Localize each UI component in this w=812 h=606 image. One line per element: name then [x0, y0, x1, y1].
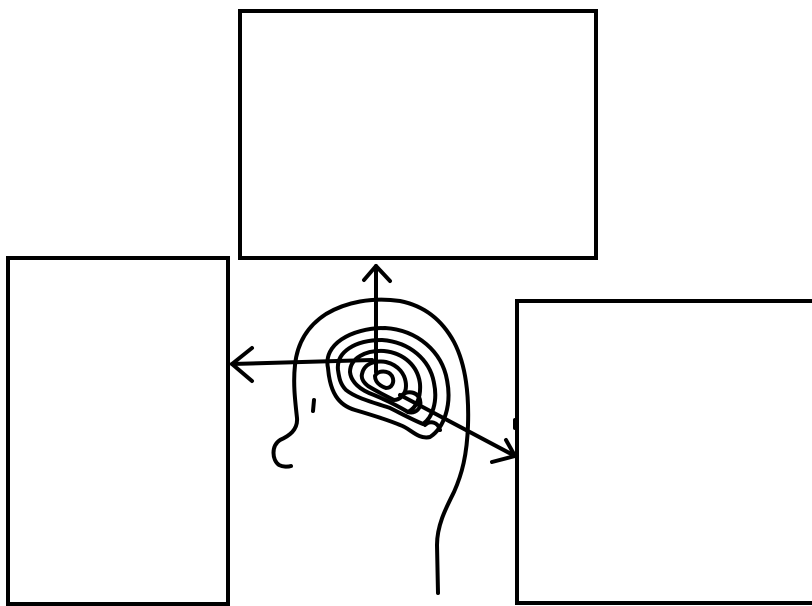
arrow-down-right	[400, 395, 515, 462]
eye-mark	[313, 400, 314, 411]
brain-icon	[327, 328, 448, 437]
head-outline	[274, 300, 469, 593]
arrow-up	[364, 266, 390, 372]
